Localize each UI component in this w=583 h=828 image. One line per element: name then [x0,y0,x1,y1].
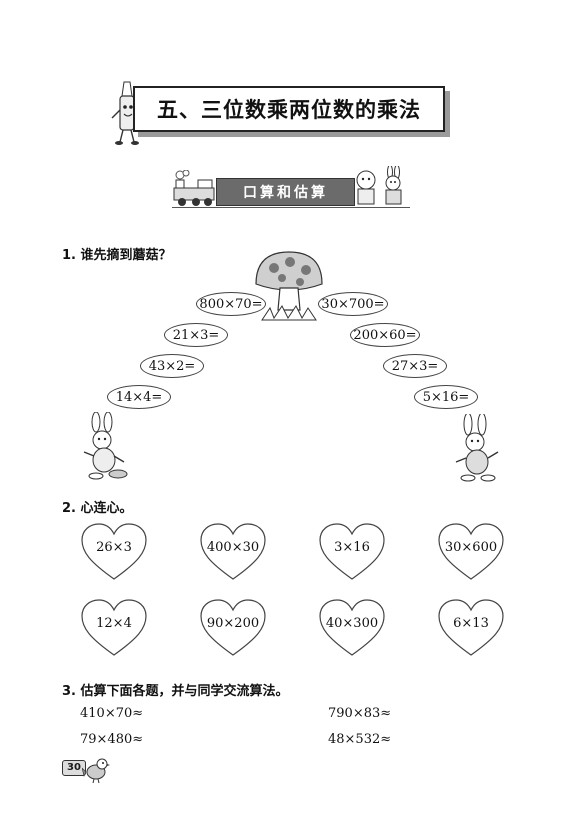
heart-card: 90×200 [199,598,267,658]
heart-icon [319,523,385,580]
rabbit-right-illustration [455,414,499,482]
left-path-problem: 21×3= [164,323,228,347]
heart-card: 3×16 [318,522,386,582]
kids-bunny-illustration [356,166,402,205]
heart-card: 40×300 [318,598,386,658]
heart-label: 40×300 [325,616,379,631]
estimate-problem: 48×532≈ [328,732,392,747]
right-path-problem: 200×60= [350,323,420,347]
estimate-problem: 79×480≈ [80,732,144,747]
heart-icon [81,523,147,580]
estimate-problem: 410×70≈ [80,706,144,721]
heart-icon [200,523,266,580]
section-title: 口算和估算 [243,185,328,201]
right-path-problem: 27×3= [383,354,447,378]
train-illustration [173,170,215,206]
chapter-title-banner: 五、三位数乘两位数的乘法 [133,86,445,132]
bird-illustration [82,758,110,784]
right-path-problem: 30×700= [318,292,388,316]
heart-card: 12×4 [80,598,148,658]
heart-card: 26×3 [80,522,148,582]
rabbit-left-illustration [83,412,128,480]
heart-icon [81,599,147,656]
heart-icon [438,523,504,580]
question-3-title: 3. 估算下面各题，并与同学交流算法。 [62,684,289,699]
section-title-banner: 口算和估算 [216,178,355,206]
section-underline [172,207,410,208]
heart-label: 30×600 [444,540,498,555]
estimate-problem: 790×83≈ [328,706,392,721]
left-path-problem: 14×4= [107,385,171,409]
heart-icon [319,599,385,656]
heart-icon [438,599,504,656]
heart-label: 3×16 [334,540,370,555]
question-1-title: 1. 谁先摘到蘑菇？ [62,248,172,263]
heart-card: 6×13 [437,598,505,658]
left-path-problem: 43×2= [140,354,204,378]
heart-label: 400×30 [206,540,260,555]
chapter-title: 五、三位数乘两位数的乘法 [157,98,421,122]
heart-label: 26×3 [96,540,132,555]
question-2-title: 2. 心连心。 [62,501,133,516]
left-path-problem: 800×70= [196,292,266,316]
right-path-problem: 5×16= [414,385,478,409]
mushroom-illustration [255,251,323,321]
page-number: 30 [62,760,86,776]
heart-label: 90×200 [206,616,260,631]
heart-card: 30×600 [437,522,505,582]
heart-label: 6×13 [453,616,489,631]
heart-card: 400×30 [199,522,267,582]
heart-icon [200,599,266,656]
heart-label: 12×4 [96,616,132,631]
